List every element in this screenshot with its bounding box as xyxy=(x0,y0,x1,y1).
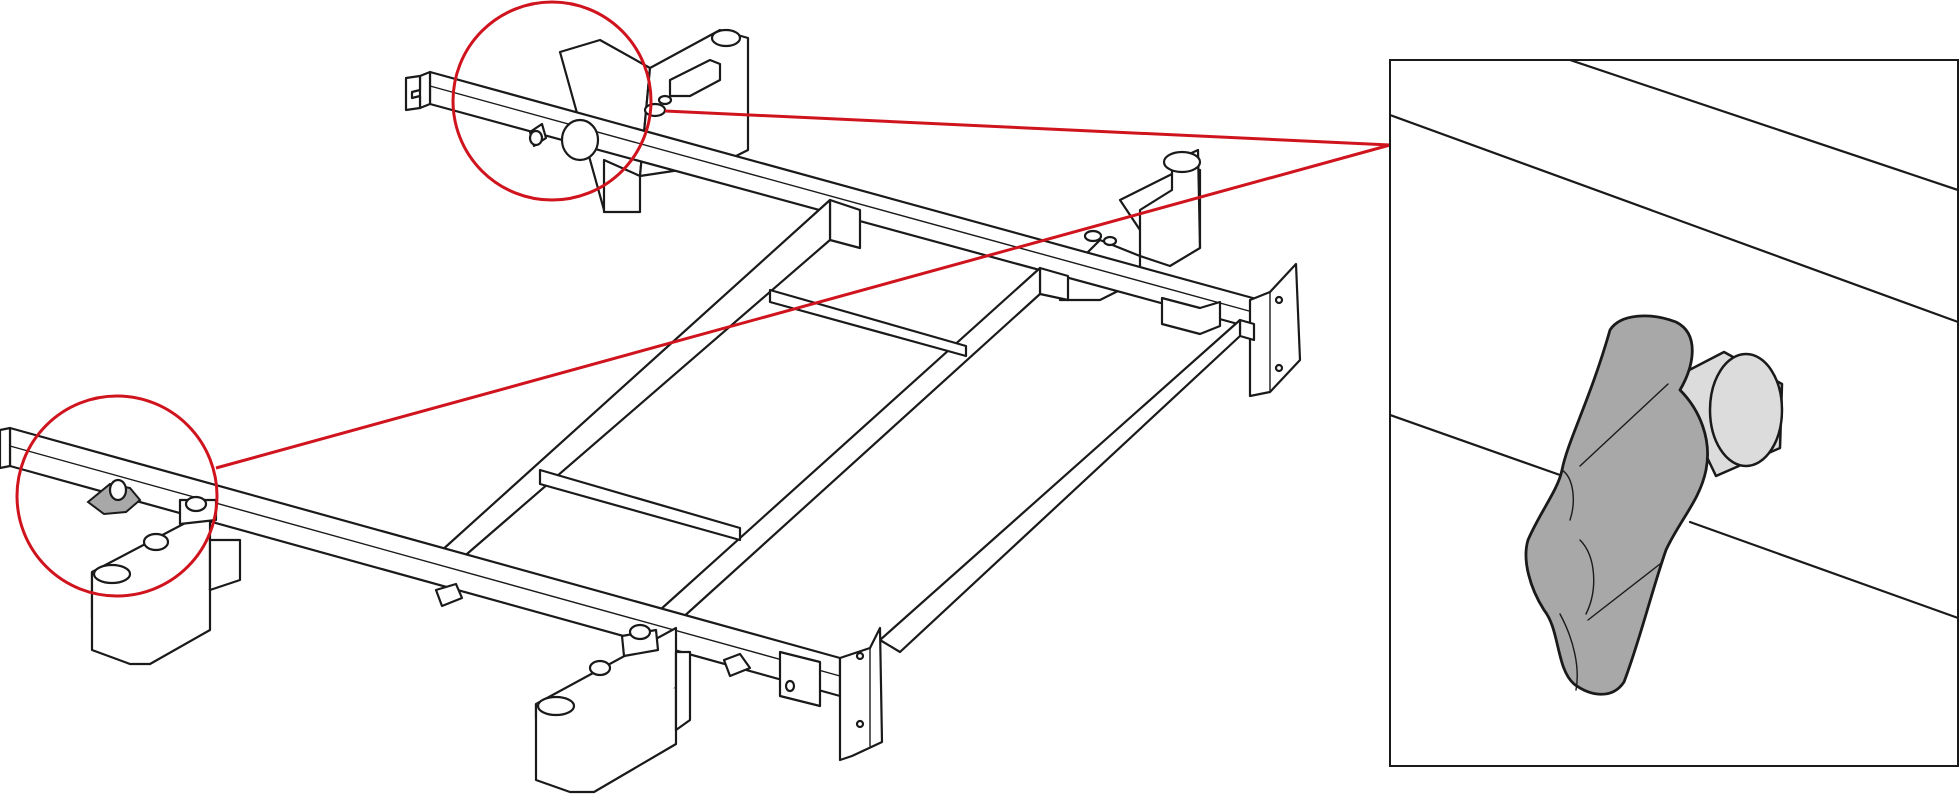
callout-front xyxy=(15,143,1391,598)
cross-bars xyxy=(438,198,1256,654)
foot-bracket-front-left xyxy=(90,495,242,666)
foot-bracket-front-center xyxy=(534,623,692,794)
frame-assembly xyxy=(0,28,1302,794)
front-rail-knob xyxy=(86,478,142,516)
top-rail-knob xyxy=(528,118,600,162)
callout-top xyxy=(451,0,1391,202)
detail-inset xyxy=(1389,59,1959,767)
top-rail xyxy=(404,70,1302,398)
knob-handle xyxy=(1524,314,1709,696)
foot-bracket-back-left xyxy=(558,28,750,214)
